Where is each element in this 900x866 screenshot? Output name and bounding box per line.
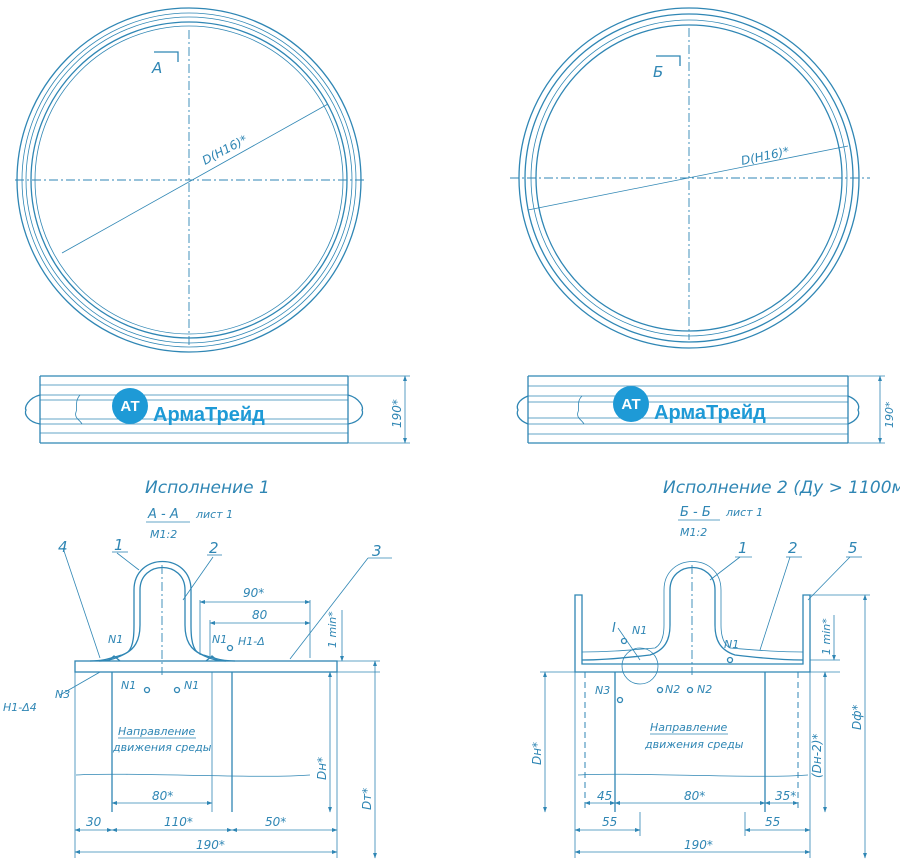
version2-scale: М1:2 (680, 526, 707, 539)
diameter-label-left: D(Н16)* (200, 132, 250, 167)
v1-part-3: 3 (372, 542, 382, 560)
v1-dim-110: 110* (164, 815, 193, 829)
v1-weld-6: Н1-Δ4 (3, 701, 37, 714)
v2-part-2: 2 (788, 539, 798, 557)
watermark-text-left: АрмаТрейд (153, 404, 265, 426)
v1-weld-4: N1 (184, 679, 199, 692)
version2-title: Исполнение 2 (Ду > 1100мм) (663, 478, 900, 498)
v1-dim-190: 190* (196, 838, 225, 852)
version1-title: Исполнение 1 (145, 478, 270, 498)
v1-part-4: 4 (58, 538, 68, 556)
v1-dim-30: 30 (86, 815, 102, 829)
section-version-2: Исполнение 2 (Ду > 1100мм) Б - Б лист 1 … (530, 478, 900, 859)
v1-weld-7: N3 (55, 688, 70, 701)
v2-dim-80: 80* (684, 789, 705, 803)
v2-dim-55a: 55 (602, 815, 617, 829)
v1-dim-dn: Dн* (315, 757, 329, 780)
version1-section: А - А (147, 507, 179, 522)
v1-weld-2: N1 (212, 633, 227, 646)
side-view-right: 190* (516, 375, 896, 444)
v1-flow-line2: движения среды (112, 741, 212, 754)
v2-weld-3: N3 (595, 684, 610, 697)
v1-dim-80b: 80* (152, 789, 173, 803)
version2-sheet: лист 1 (725, 506, 763, 519)
version1-sheet: лист 1 (195, 508, 233, 521)
section-version-1: Исполнение 1 А - А лист 1 М1:2 4 1 (3, 478, 392, 859)
height-label-left: 190* (390, 399, 404, 428)
v1-weld-3: N1 (121, 679, 136, 692)
v1-dim-min: 1 min* (326, 611, 339, 648)
v1-dim-80: 80 (252, 608, 268, 622)
v2-dim-dp: Dф* (850, 705, 864, 731)
side-view-left: 190* (24, 375, 410, 444)
watermark-logo-right: АТ (621, 396, 640, 413)
v2-dim-190: 190* (684, 838, 713, 852)
v1-part-1: 1 (114, 536, 124, 554)
v2-dim-55b: 55 (765, 815, 780, 829)
v2-weld-2: N1 (724, 638, 739, 651)
v2-part-5: 5 (848, 539, 858, 557)
v2-part-I: I (612, 621, 616, 636)
section-mark-a: А (151, 59, 162, 77)
watermark-right: АТ АрмаТрейд (613, 386, 766, 424)
v1-dim-dt: Dт* (360, 788, 374, 810)
watermark-text-right: АрмаТрейд (654, 402, 766, 424)
v2-dim-35: 35* (775, 789, 796, 803)
v1-weld-1: N1 (108, 633, 123, 646)
version1-scale: М1:2 (150, 528, 177, 541)
watermark-left: АТ АрмаТрейд (112, 388, 265, 426)
v1-dim-90: 90* (243, 586, 264, 600)
v2-dim-45: 45 (597, 789, 612, 803)
v2-weld-1: N1 (632, 624, 647, 637)
v2-weld-5: N2 (697, 683, 712, 696)
v2-weld-4: N2 (665, 683, 680, 696)
v2-part-1: 1 (738, 539, 748, 557)
diameter-label-right: D(Н16)* (740, 144, 791, 168)
v1-flow-line1: Направление (118, 725, 196, 738)
section-mark-b: Б (653, 63, 663, 81)
version2-section: Б - Б (680, 505, 711, 520)
v2-flow-line2: движения среды (644, 738, 744, 751)
plan-view-left: А D(Н16)* (15, 7, 365, 353)
watermark-logo-left: АТ (120, 398, 139, 415)
v2-dim-dn2: (Dн-2)* (810, 734, 824, 778)
v1-dim-50: 50* (265, 815, 286, 829)
v1-part-2: 2 (209, 539, 219, 557)
v2-dim-min: 1 min* (820, 618, 833, 655)
plan-view-right: Б D(Н16)* (510, 7, 870, 349)
v2-flow-line1: Направление (650, 721, 728, 734)
height-label-right: 190* (883, 401, 896, 428)
v1-weld-5: Н1-Δ (238, 635, 265, 648)
v2-dim-dn: Dн* (530, 742, 544, 765)
